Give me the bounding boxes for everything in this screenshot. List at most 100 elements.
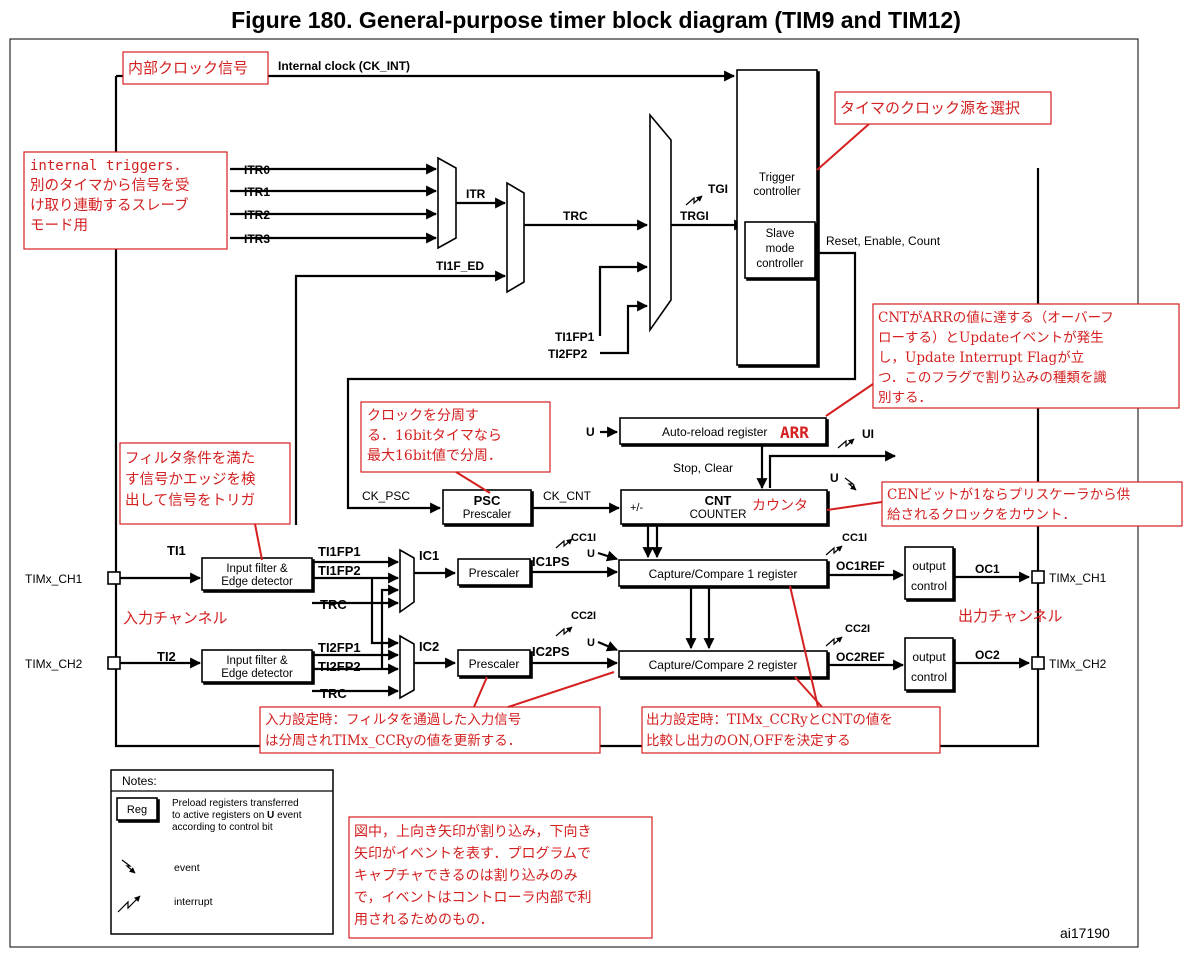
ic2-prescaler bbox=[457, 649, 531, 677]
notes-heading: Notes: bbox=[122, 774, 157, 788]
u-cc1-line bbox=[597, 550, 619, 562]
arrows-note-line4: で，イベントはコントローラ内部で利 bbox=[354, 890, 591, 906]
itr-label: ITR bbox=[466, 187, 486, 201]
trigger-mux bbox=[649, 112, 672, 333]
output-channel-label: 出力チャンネル bbox=[958, 607, 1063, 625]
u-cc2-line bbox=[597, 640, 619, 652]
ti1fp1-mux-line bbox=[598, 261, 649, 336]
oc2ref-label: OC2REF bbox=[836, 650, 885, 664]
timx-ch2-output-label: TIMx_CH2 bbox=[1049, 657, 1107, 671]
filter-note-line3: 出して信号をトリガ bbox=[125, 492, 255, 509]
ic1ps-label: IC1PS bbox=[532, 554, 570, 569]
annotation-overflow-pointer bbox=[825, 383, 874, 417]
slave-mode-line1: Slave bbox=[766, 228, 795, 240]
trc-label: TRC bbox=[563, 209, 588, 223]
timx-ch1-output-label: TIMx_CH1 bbox=[1049, 571, 1107, 585]
tgi-label: TGI bbox=[708, 182, 728, 196]
timx-ch1-output-pin bbox=[1031, 570, 1045, 584]
cc1i-out-interrupt-icon bbox=[825, 545, 843, 556]
ic1-mux bbox=[399, 548, 415, 614]
ch2-ti2fp1-label: TI2FP1 bbox=[318, 640, 361, 655]
ic2-prescaler-label: Prescaler bbox=[469, 657, 520, 671]
notes-event-icon bbox=[121, 859, 136, 874]
itr-mux bbox=[437, 156, 457, 250]
input-setting-line1: 入力設定時：フィルタを通過した入力信号 bbox=[265, 712, 521, 728]
cc1-register bbox=[618, 559, 828, 587]
overflow-line3: し，Update Interrupt Flagが立 bbox=[878, 350, 1084, 366]
cc1i-out-label: CC1I bbox=[842, 532, 867, 544]
annotation-clock-source bbox=[834, 91, 1052, 125]
cc2i-in-label: CC2I bbox=[571, 610, 596, 622]
notes-interrupt-icon bbox=[117, 895, 141, 913]
update-event-line bbox=[768, 450, 897, 488]
annotation-input-pointer-2 bbox=[507, 671, 615, 708]
counter-jp-label: カウンタ bbox=[752, 498, 808, 514]
arrows-note-line2: 矢印がイベントを表す．プログラムで bbox=[354, 846, 591, 862]
arrows-note-line5: 用されるためのもの． bbox=[354, 912, 494, 928]
input-setting-line2: は分周されTIMx_CCRyの値を更新する． bbox=[265, 733, 521, 749]
u-cc1-label: U bbox=[587, 548, 595, 560]
slave-mode-line3: controller bbox=[756, 258, 803, 270]
cc1i-in-interrupt-icon bbox=[555, 538, 573, 549]
oc2-label: OC2 bbox=[975, 648, 1000, 662]
u-out-label: U bbox=[830, 471, 839, 485]
cc2i-out-label: CC2I bbox=[845, 623, 870, 635]
timx-ch2-output-pin bbox=[1031, 656, 1045, 670]
ck-cnt-label: CK_CNT bbox=[543, 489, 592, 503]
cen-note-line2: 給されるクロックをカウント． bbox=[887, 507, 1076, 523]
output-setting-line2: 比較し出力のON,OFFを決定する bbox=[646, 733, 851, 749]
trgi-select-mux bbox=[506, 181, 525, 294]
overflow-line1: CNTがARRの値に達する（オーバーフ bbox=[878, 310, 1114, 326]
timx-ch2-input-pin bbox=[107, 656, 121, 670]
cnt-counter bbox=[620, 489, 828, 525]
ic2ps-label: IC2PS bbox=[532, 644, 570, 659]
annotation-input-pointer-1 bbox=[473, 676, 488, 708]
ch1-filter-line2: Edge detector bbox=[221, 576, 293, 588]
ic1-label: IC1 bbox=[419, 548, 439, 563]
cen-note-line1: CENビットが1ならプリスケーラから供 bbox=[887, 487, 1130, 503]
slave-mode-controller bbox=[744, 221, 816, 279]
trigger-controller bbox=[736, 69, 818, 366]
overflow-line5: 別する． bbox=[878, 390, 932, 406]
notes-preload-line1: Preload registers transferred bbox=[172, 798, 299, 809]
cc1-register-label: Capture/Compare 1 register bbox=[649, 567, 798, 581]
ch1-ti1fp2-label: TI1FP2 bbox=[318, 563, 361, 578]
svg-text:ITR1: ITR1 bbox=[244, 185, 270, 199]
notes-reg-label: Reg bbox=[127, 804, 147, 816]
arrows-note-line1: 図中，上向き矢印が割り込み，下向き bbox=[354, 823, 591, 840]
annotation-input-setting bbox=[259, 706, 601, 754]
oc2-control-line2: control bbox=[911, 670, 947, 684]
oc1ref-label: OC1REF bbox=[836, 559, 885, 573]
filter-note-line2: す信号かエッジを検 bbox=[125, 471, 256, 488]
ic2-label: IC2 bbox=[419, 639, 439, 654]
figure-id: ai17190 bbox=[1060, 925, 1110, 941]
ti2fp2-mux-label: TI2FP2 bbox=[548, 347, 588, 361]
ch2-ti2fp2-label: TI2FP2 bbox=[318, 659, 361, 674]
timx-ch2-input-label: TIMx_CH2 bbox=[25, 657, 83, 671]
ti2fp2-mux-line bbox=[600, 300, 649, 355]
ui-label: UI bbox=[862, 427, 874, 441]
ch2-filter-line2: Edge detector bbox=[221, 668, 293, 680]
plus-minus-label: +/- bbox=[630, 502, 643, 514]
annotation-prescaler bbox=[360, 401, 551, 473]
annotation-internal-clock-text: 内部クロック信号 bbox=[128, 59, 248, 77]
prescaler-note-line1: クロックを分周す bbox=[367, 408, 479, 424]
annotation-prescaler-pointer bbox=[455, 471, 491, 494]
itr-inputs: ITR0 ITR1 ITR2 ITR3 bbox=[230, 163, 438, 246]
annotation-internal-triggers bbox=[23, 151, 228, 250]
notes-reg-box bbox=[116, 797, 158, 821]
notes-preload-line3: according to control bit bbox=[172, 822, 273, 833]
cc2-register-label: Capture/Compare 2 register bbox=[649, 658, 798, 672]
annotation-internal-clock bbox=[122, 51, 269, 85]
ck-psc-label: CK_PSC bbox=[362, 489, 410, 503]
internal-triggers-line1: internal triggers. bbox=[30, 158, 182, 174]
notes-box bbox=[110, 769, 334, 935]
annotation-output-setting bbox=[641, 706, 941, 754]
annotation-cen bbox=[881, 481, 1183, 527]
output-setting-line1: 出力設定時：TIMx_CCRyとCNTの値を bbox=[646, 712, 893, 728]
trigger-controller-line1: Trigger bbox=[759, 172, 795, 184]
annotation-clock-source-text: タイマのクロック源を選択 bbox=[840, 99, 1020, 117]
input-channel-label: 入力チャンネル bbox=[123, 609, 228, 627]
ti1-label: TI1 bbox=[167, 543, 186, 558]
